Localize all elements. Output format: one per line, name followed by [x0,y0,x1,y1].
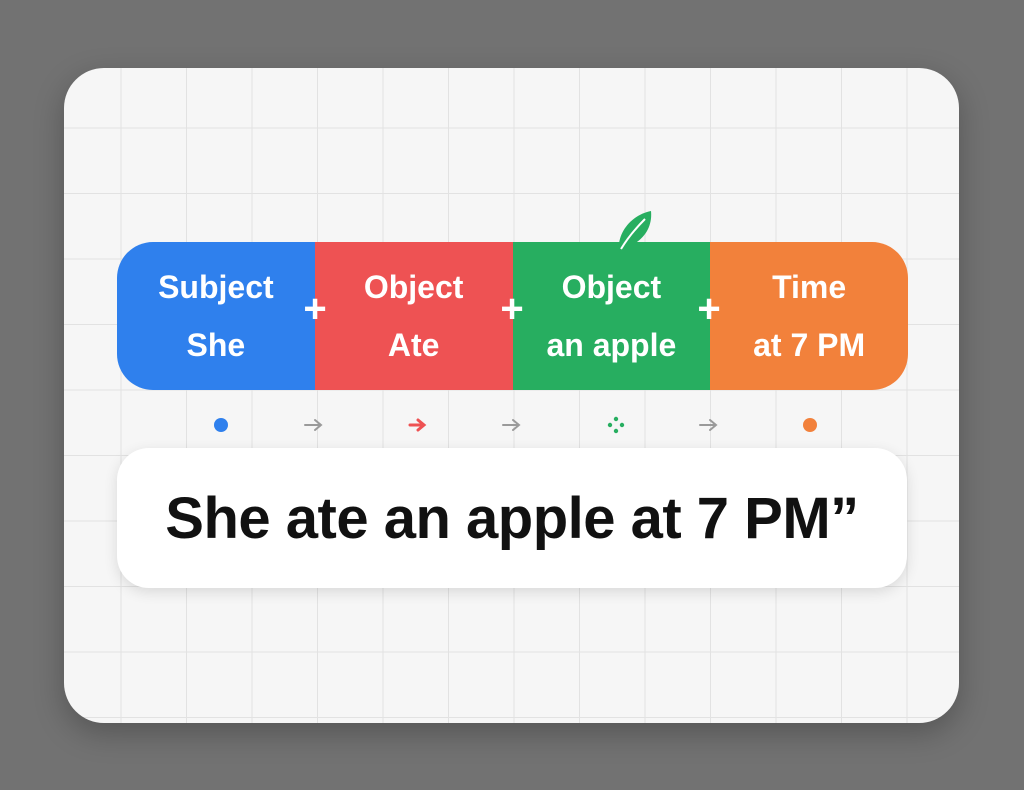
segment-verb-role: Object [363,269,464,305]
segment-object-word: an apple [546,327,677,363]
segment-time: Time at 7 PM [710,242,908,390]
plus-icon: + [500,287,524,331]
diagram-card [64,68,959,723]
arrow-right-icon [697,410,721,440]
leaf-icon [618,211,652,251]
segment-object-role: Object [561,269,662,305]
sparkle-dots-icon [604,410,628,440]
arrow-right-icon [405,410,429,440]
dot-icon [209,410,233,440]
segment-verb-word: Ate [387,327,440,363]
full-sentence-box: She ate an apple at 7 PM” [117,448,907,588]
plus-icon: + [697,287,721,331]
segment-subject-role: Subject [158,269,274,305]
dot-icon [798,410,822,440]
plus-icon: + [303,287,327,331]
segment-object: Object an apple [512,242,711,390]
full-sentence-text: She ate an apple at 7 PM” [165,485,859,551]
segment-time-word: at 7 PM [753,327,866,363]
sentence-structure-bar: Subject She Object Ate Object an apple T… [117,242,908,390]
segment-verb: Object Ate [314,242,513,390]
arrow-right-icon [500,410,524,440]
segment-subject: Subject She [117,242,315,390]
segment-time-role: Time [772,269,847,305]
segment-subject-word: She [186,327,246,363]
arrow-right-icon [302,410,326,440]
flow-markers [0,410,1024,440]
